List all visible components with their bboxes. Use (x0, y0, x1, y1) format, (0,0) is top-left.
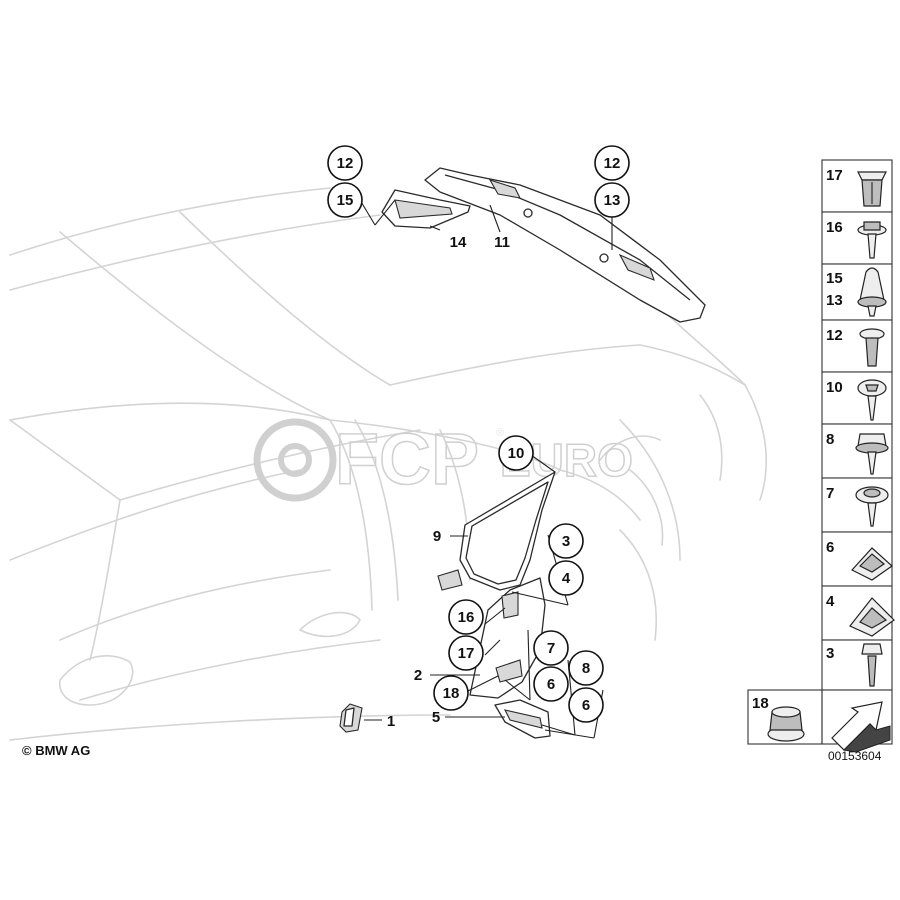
copyright-notice: © BMW AG (22, 743, 90, 758)
panel-label-4: 4 (826, 593, 835, 610)
torx-screw-icon (857, 379, 887, 421)
diagram-id: 00153604 (828, 749, 882, 763)
label-11: 11 (494, 234, 510, 251)
panel-label-15: 15 (826, 270, 843, 287)
panel-label-16: 16 (826, 219, 843, 236)
svg-text:10: 10 (508, 445, 525, 462)
part-5-bracket (494, 699, 551, 739)
hex-bolt-icon (855, 433, 889, 475)
panel-label-13: 13 (826, 292, 843, 309)
fastener-panel: 17 16 15 13 12 10 8 7 6 4 3 18 (747, 159, 895, 753)
callout-4: 4 (548, 560, 584, 596)
svg-text:6: 6 (547, 676, 555, 693)
callout-6-left: 6 (533, 666, 569, 702)
direction-arrow-icon (831, 701, 891, 753)
car-body-outline (9, 187, 768, 741)
speed-nut-icon (851, 547, 893, 581)
svg-text:7: 7 (547, 640, 555, 657)
svg-text:4: 4 (562, 570, 571, 587)
svg-text:12: 12 (337, 155, 354, 172)
panel-label-10: 10 (826, 379, 843, 396)
panel-label-17: 17 (826, 167, 843, 184)
svg-text:3: 3 (562, 533, 570, 550)
svg-text:13: 13 (604, 192, 621, 209)
label-5: 5 (432, 709, 440, 726)
watermark-brand: FCP (335, 420, 479, 500)
part-14-trim (381, 189, 471, 229)
panel-label-3: 3 (826, 645, 834, 662)
label-2: 2 (414, 667, 422, 684)
part-9-side-panel (437, 471, 556, 591)
washer-screw-icon (857, 221, 887, 259)
watermark-logo (253, 418, 337, 502)
callout-7: 7 (533, 630, 569, 666)
svg-text:17: 17 (458, 645, 475, 662)
svg-text:6: 6 (582, 697, 590, 714)
callout-13: 13 (594, 182, 630, 218)
svg-text:16: 16 (458, 609, 475, 626)
panel-label-7: 7 (826, 485, 834, 502)
svg-text:18: 18 (443, 685, 460, 702)
hex-screw-icon (861, 643, 883, 687)
panel-label-8: 8 (826, 431, 834, 448)
callout-6-right: 6 (568, 687, 604, 723)
part-1-clip (339, 703, 363, 733)
label-1: 1 (387, 713, 395, 730)
callout-12-top-right: 12 (594, 145, 630, 181)
part-2-lower-trim (469, 577, 546, 699)
cone-plug-icon (857, 267, 887, 317)
watermark-registered: ® (496, 427, 504, 439)
callout-10: 10 (498, 435, 534, 471)
callout-8: 8 (568, 650, 604, 686)
callout-16: 16 (448, 599, 484, 635)
panel-label-18: 18 (752, 695, 769, 712)
panel-label-6: 6 (826, 539, 834, 556)
flange-screw-icon (855, 486, 889, 527)
panel-label-12: 12 (826, 327, 843, 344)
flange-nut-icon (767, 706, 805, 742)
label-9: 9 (433, 528, 441, 545)
svg-text:8: 8 (582, 660, 590, 677)
push-rivet-icon (859, 328, 885, 367)
clip-nut-icon (849, 597, 895, 637)
svg-text:15: 15 (337, 192, 354, 209)
callout-18: 18 (433, 675, 469, 711)
expansion-nut-icon (857, 171, 887, 207)
callout-17: 17 (448, 635, 484, 671)
part-11-shelf-trim (424, 167, 706, 323)
callout-12-top-left: 12 (327, 145, 363, 181)
callout-3: 3 (548, 523, 584, 559)
svg-text:12: 12 (604, 155, 621, 172)
callout-15: 15 (327, 182, 363, 218)
label-14: 14 (450, 234, 467, 251)
